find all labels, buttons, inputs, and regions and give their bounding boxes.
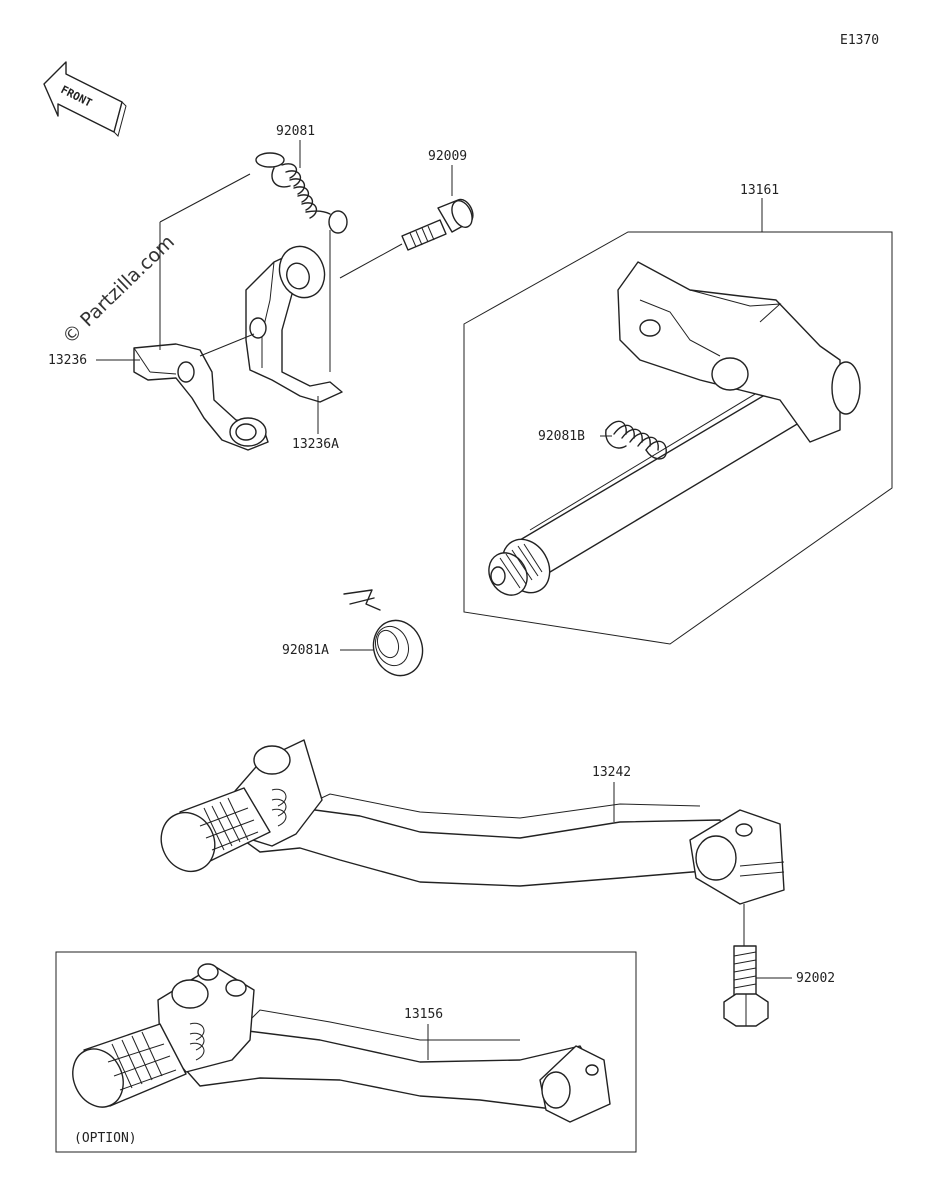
assembly-box-13161 xyxy=(463,231,893,645)
arm-13236 xyxy=(133,343,269,451)
front-arrow-icon: FRONT xyxy=(43,61,127,137)
bolt-92009 xyxy=(401,198,474,251)
label-13236: 13236 xyxy=(48,353,87,368)
watermark: © Partzilla.com xyxy=(58,231,179,349)
label-13156: 13156 xyxy=(404,1007,443,1022)
option-label: (OPTION) xyxy=(74,1131,137,1146)
label-92081a: 92081A xyxy=(282,643,329,658)
label-92081: 92081 xyxy=(276,124,315,139)
spring-92081a xyxy=(343,589,424,677)
label-13242: 13242 xyxy=(592,765,631,780)
diagram-code: E1370 xyxy=(840,33,879,48)
spring-92081b xyxy=(605,420,667,460)
option-pedal-13156 xyxy=(72,963,611,1123)
shift-shaft-13161 xyxy=(488,261,861,596)
bolt-92002 xyxy=(723,904,769,1027)
spring-92081 xyxy=(255,152,348,234)
bracket-13236a xyxy=(245,245,343,403)
label-92009: 92009 xyxy=(428,149,467,164)
label-92081b: 92081B xyxy=(538,429,585,444)
option-box xyxy=(55,951,637,1153)
shift-pedal-13242 xyxy=(160,739,785,905)
label-92002: 92002 xyxy=(796,971,835,986)
label-13236a: 13236A xyxy=(292,437,339,452)
label-13161: 13161 xyxy=(740,183,779,198)
